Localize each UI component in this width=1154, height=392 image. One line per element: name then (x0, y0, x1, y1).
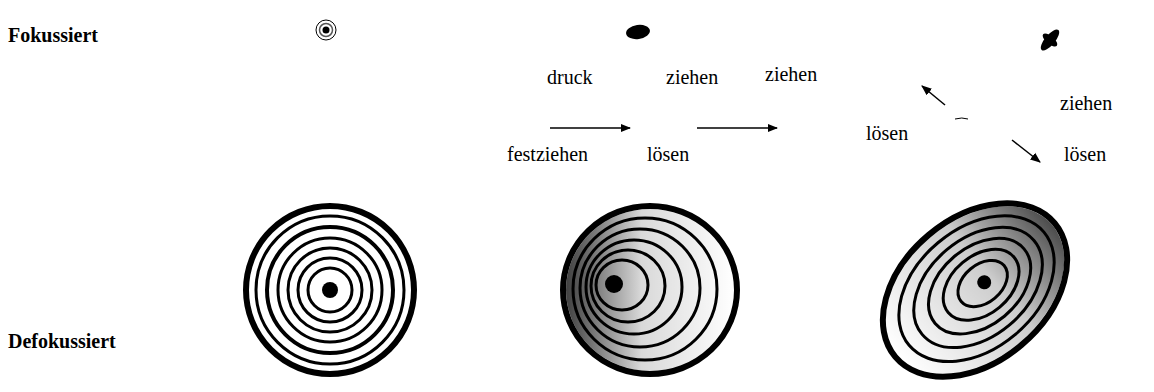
diffraction-ring (949, 251, 1016, 316)
cross-star (1038, 27, 1062, 53)
defocused-coma (563, 206, 737, 374)
action-label: druck (547, 66, 593, 88)
action-label: lösen (647, 143, 689, 165)
shading (853, 172, 1096, 392)
diffraction-ring (871, 186, 1083, 391)
action-label: lösen (1064, 143, 1106, 165)
diffraction-ring (591, 250, 665, 322)
central-obstruction (974, 272, 994, 292)
airy-ring (320, 24, 333, 37)
cross-arm (1041, 31, 1060, 49)
shading (566, 209, 734, 371)
elongated-star (625, 23, 651, 40)
direction-arrow (1012, 140, 1040, 162)
action-label: ziehen (1060, 92, 1112, 114)
diffraction-ring (267, 227, 393, 353)
cross-arm (1038, 27, 1062, 53)
row-heading: Fokussiert (8, 24, 98, 46)
diffraction-ring (573, 218, 717, 360)
diffraction-ring (910, 219, 1049, 353)
airy-ring (316, 20, 336, 40)
diffraction-ring (256, 216, 404, 364)
diffraction-ring (278, 238, 382, 342)
direction-arrow (697, 127, 777, 129)
central-obstruction (322, 282, 338, 298)
diffraction-ring (308, 268, 352, 312)
airy-core (323, 27, 330, 34)
diffraction-ring (288, 248, 372, 332)
direction-arrow (550, 127, 630, 129)
row-heading: Defokussiert (8, 330, 116, 352)
diffraction-ring (596, 260, 648, 310)
action-label: ziehen (765, 63, 817, 85)
diffraction-ring (891, 203, 1066, 372)
action-label: festziehen (507, 143, 588, 165)
diffraction-ring (298, 258, 362, 322)
tick-mark (955, 118, 968, 119)
diffraction-ring (563, 206, 737, 374)
central-obstruction (605, 275, 623, 293)
diffraction-ring (246, 206, 414, 374)
cross-core (1045, 35, 1055, 45)
diffraction-ring (586, 240, 682, 334)
defocused-astigmatism (849, 168, 1101, 392)
action-label: lösen (866, 122, 908, 144)
action-label: ziehen (666, 66, 718, 88)
direction-arrow (922, 86, 945, 105)
airy-disk (316, 20, 336, 40)
diffraction-ring (580, 229, 700, 347)
diffraction-ring (849, 168, 1101, 392)
defocused-concentric (246, 206, 414, 374)
diffraction-ring (930, 235, 1033, 335)
